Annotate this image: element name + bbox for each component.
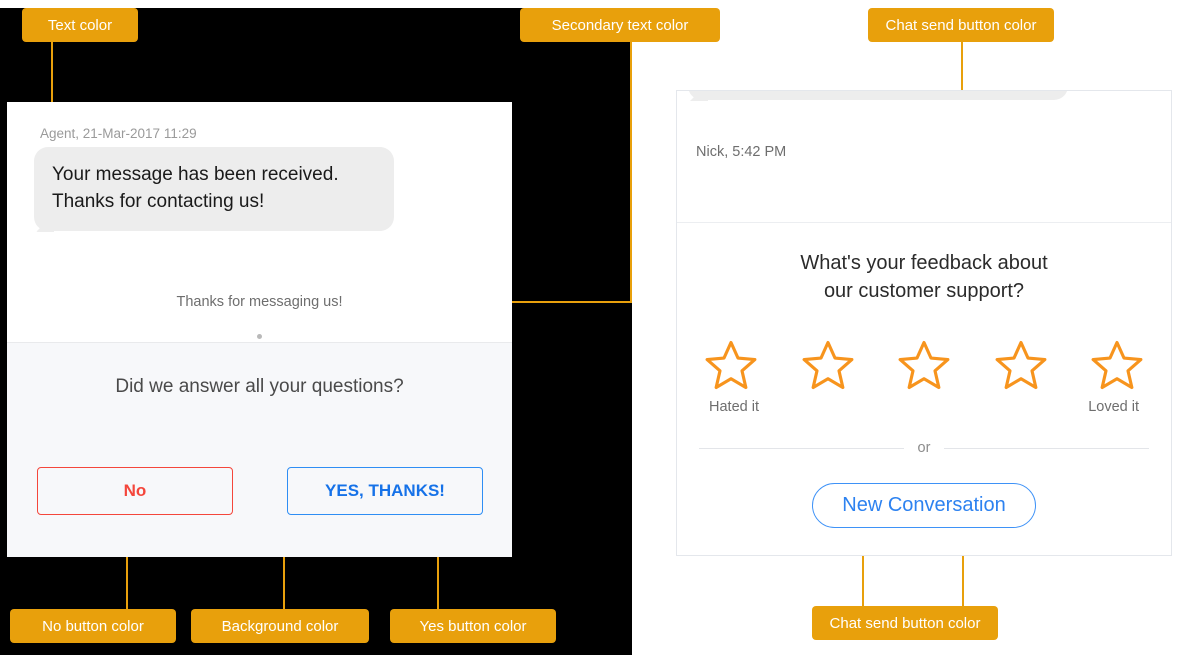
callout-line-background-color	[283, 535, 285, 609]
prompt-button-row: No YES, THANKS!	[7, 467, 512, 517]
or-rule-left	[699, 447, 904, 449]
star-rating[interactable]	[703, 337, 1145, 393]
right-chat-widget: reaches your address. Nick, 5:42 PM What…	[676, 90, 1172, 556]
no-button[interactable]: No	[37, 467, 233, 515]
agent-message-meta: Agent, 21-Mar-2017 11:29	[40, 126, 197, 141]
agent-message-bubble: Your message has been received. Thanks f…	[34, 147, 394, 231]
callout-line-no-button	[126, 509, 128, 609]
feedback-title: What's your feedback about our customer …	[677, 249, 1171, 305]
callout-badge-chat-send-button-color-top: Chat send button color	[868, 8, 1054, 42]
or-separator: or	[699, 439, 1149, 457]
star-low-label: Hated it	[709, 399, 759, 415]
callout-badge-background-color: Background color	[191, 609, 369, 643]
star-icon-5[interactable]	[1089, 338, 1145, 392]
feedback-title-line1: What's your feedback about	[800, 252, 1048, 274]
feedback-title-line2: our customer support?	[823, 280, 1025, 302]
callout-badge-text-color: Text color	[22, 8, 138, 42]
star-icon-2[interactable]	[800, 338, 856, 392]
or-label: or	[917, 440, 931, 456]
agent-message-bubble: reaches your address.	[688, 91, 1068, 100]
yes-thanks-button[interactable]: YES, THANKS!	[287, 467, 483, 515]
callout-badge-chat-send-button-color-bottom: Chat send button color	[812, 606, 998, 640]
callout-badge-yes-button-color: Yes button color	[390, 609, 556, 643]
right-widget-divider	[677, 222, 1171, 223]
or-rule-right	[944, 447, 1149, 449]
callout-line-chat-send-bottom-right	[962, 525, 964, 609]
star-icon-1[interactable]	[703, 338, 759, 392]
left-widget-prompt-area: Did we answer all your questions? No YES…	[7, 343, 512, 557]
callout-badge-no-button-color: No button color	[10, 609, 176, 643]
left-chat-widget: Agent, 21-Mar-2017 11:29 Your message ha…	[7, 102, 512, 557]
star-icon-4[interactable]	[993, 338, 1049, 392]
callout-badge-secondary-text-color: Secondary text color	[520, 8, 720, 42]
callout-line-secondary-text-vertical	[630, 42, 632, 303]
star-rating-labels: Hated it Loved it	[709, 399, 1139, 415]
star-high-label: Loved it	[1088, 399, 1139, 415]
pager-dots	[7, 326, 512, 344]
left-widget-conversation-area: Agent, 21-Mar-2017 11:29 Your message ha…	[7, 102, 512, 342]
agent-message-meta: Nick, 5:42 PM	[696, 144, 787, 160]
callout-line-chat-send-bottom-left	[862, 532, 864, 609]
pager-dot	[257, 334, 262, 339]
prompt-question: Did we answer all your questions?	[115, 376, 404, 397]
new-conversation-button[interactable]: New Conversation	[812, 483, 1036, 528]
right-widget-conversation-area: reaches your address. Nick, 5:42 PM	[677, 91, 1171, 222]
callout-line-yes-button	[437, 509, 439, 609]
star-icon-3[interactable]	[896, 338, 952, 392]
left-widget-divider	[7, 342, 512, 343]
footer-note: Thanks for messaging us!	[176, 294, 343, 310]
